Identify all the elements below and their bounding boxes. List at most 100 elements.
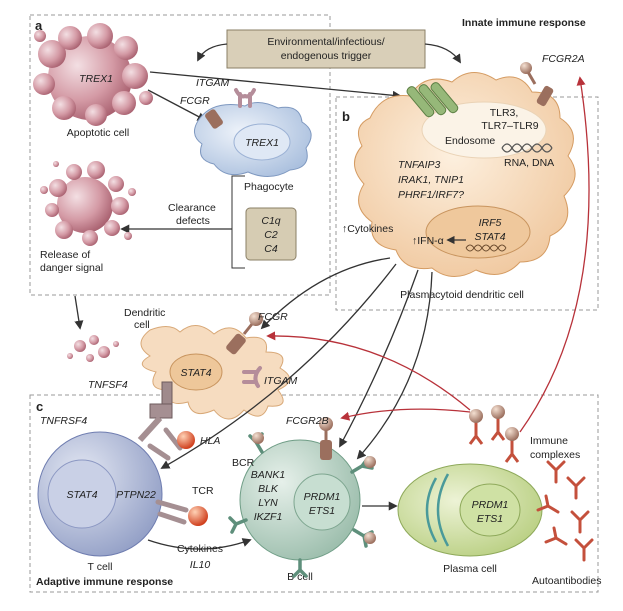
trigger-text-line2: endogenous trigger bbox=[281, 50, 372, 62]
t-cell-nucleus bbox=[47, 459, 117, 529]
b-cell-gene-3: LYN bbox=[258, 497, 278, 509]
apoptotic-to-pdc-arrow bbox=[149, 71, 402, 100]
trex1-phagocyte-label: TREX1 bbox=[245, 137, 279, 149]
apoptotic-cell-label: Apoptotic cell bbox=[67, 127, 129, 139]
pdc-gene-3: PHRF1/IRF7? bbox=[398, 189, 464, 201]
plasma-nucleus bbox=[459, 483, 521, 537]
plasma-er bbox=[425, 473, 450, 547]
trigger-text-line1: Environmental/infectious/ bbox=[267, 36, 384, 48]
t-cell-label: T cell bbox=[88, 561, 113, 573]
cytokines-label: Cytokines bbox=[177, 543, 223, 555]
tnfsf4-ligand bbox=[161, 381, 173, 407]
complement-box bbox=[245, 207, 297, 261]
tnfrsf4-receptor bbox=[137, 403, 173, 443]
b-cell-nucleus-ets1: ETS1 bbox=[309, 505, 335, 517]
pdc-nucleus bbox=[425, 205, 531, 259]
immune-complexes-line2: complexes bbox=[530, 449, 580, 461]
hla-label: HLA bbox=[200, 435, 220, 447]
bcr-antigen bbox=[252, 432, 264, 444]
b-cell-gene-1: BANK1 bbox=[251, 469, 285, 481]
immune-to-bcell-arrow bbox=[340, 408, 471, 421]
tcr-complex bbox=[155, 499, 208, 526]
trex1-apoptotic-label: TREX1 bbox=[79, 73, 113, 85]
bcr-antigen-2 bbox=[364, 456, 376, 468]
trigger-arrow-right bbox=[424, 43, 461, 64]
clearance-label-line2: defects bbox=[176, 215, 210, 227]
tnfsf4-label: TNFSF4 bbox=[88, 379, 128, 391]
panel-c-frame bbox=[29, 394, 599, 593]
rna-dna-strand bbox=[501, 143, 553, 153]
pdc-to-tcell-arrow bbox=[160, 263, 397, 469]
plasma-cell-label: Plasma cell bbox=[443, 563, 497, 575]
immune-to-dendritic-arrow bbox=[266, 331, 471, 411]
panel-b-frame bbox=[335, 96, 599, 311]
tnfrsf4-label: TNFRSF4 bbox=[40, 415, 87, 427]
apoptotic-cell bbox=[33, 23, 153, 126]
release-label-line1: Release of bbox=[40, 249, 90, 261]
pdc-nucleus-dna bbox=[465, 244, 507, 252]
fcgr2b-receptor bbox=[319, 417, 333, 460]
autoantibodies bbox=[536, 460, 594, 562]
trigger-box bbox=[226, 29, 426, 69]
b-cell-nucleus-prdm1: PRDM1 bbox=[304, 491, 341, 503]
b-cell-gene-4: IKZF1 bbox=[254, 511, 283, 523]
pdc-to-dendritic-arrow bbox=[260, 257, 391, 330]
plasma-nucleus-prdm1: PRDM1 bbox=[472, 499, 509, 511]
tcr-label: TCR bbox=[192, 485, 214, 497]
pdc-cell-label: Plasmacytoid dendritic cell bbox=[400, 289, 524, 301]
phagocyte-label: Phagocyte bbox=[244, 181, 294, 193]
itgam-label: ITGAM bbox=[196, 77, 230, 89]
tlr-receptors bbox=[406, 82, 459, 118]
dendritic-nucleus bbox=[169, 353, 223, 391]
bcr-antigen-3 bbox=[364, 532, 376, 544]
fcgr-phagocyte-receptor bbox=[205, 109, 223, 129]
complement-c2: C2 bbox=[264, 229, 278, 241]
immune-to-pdc-arrow bbox=[519, 76, 590, 433]
complement-c4: C4 bbox=[264, 243, 278, 255]
innate-heading: Innate immune response bbox=[462, 17, 586, 29]
section-b-label: b bbox=[342, 109, 350, 124]
section-a-label: a bbox=[35, 18, 43, 33]
pdc-to-bcell-arrow-1 bbox=[339, 269, 419, 448]
plasma-nucleus-ets1: ETS1 bbox=[477, 513, 503, 525]
dendritic-label-line1: Dendritic bbox=[124, 307, 165, 319]
fcgr2a-receptor bbox=[520, 62, 554, 107]
dendritic-fcgr-receptor bbox=[226, 312, 263, 355]
il10-label: IL10 bbox=[190, 559, 211, 571]
fcgr2b-label: FCGR2B bbox=[286, 415, 329, 427]
dendritic-stat4-label: STAT4 bbox=[180, 367, 211, 379]
immune-complexes-line1: Immune bbox=[530, 435, 568, 447]
dendritic-label-line2: cell bbox=[134, 319, 150, 331]
pdc-cytokines-label: ↑Cytokines bbox=[342, 223, 393, 235]
pdc-nucleus-irf5: IRF5 bbox=[479, 217, 502, 229]
pdc-nucleus-stat4: STAT4 bbox=[474, 231, 505, 243]
tlr-label-line2: TLR7–TLR9 bbox=[481, 120, 538, 132]
b-cell-label: B cell bbox=[287, 571, 313, 583]
phagocyte-nucleus bbox=[233, 123, 291, 161]
tlr-label-line1: TLR3, bbox=[490, 107, 519, 119]
apoptotic-to-phagocyte-arrow bbox=[147, 89, 207, 121]
pdc-ifn-label: ↑IFN-α bbox=[412, 235, 444, 247]
endosome-label: Endosome bbox=[445, 135, 495, 147]
b-cell-gene-2: BLK bbox=[258, 483, 279, 495]
rna-dna-label: RNA, DNA bbox=[504, 157, 554, 169]
cytokines-arrow bbox=[147, 538, 252, 550]
release-arrow bbox=[74, 295, 84, 330]
fragmented-apoptotic-cell bbox=[40, 161, 136, 246]
phagocyte-bracket bbox=[231, 175, 245, 269]
itgam-receptor bbox=[234, 88, 256, 108]
ptpn22-label: PTPN22 bbox=[116, 489, 156, 501]
trigger-arrow-left bbox=[197, 43, 228, 62]
section-c-label: c bbox=[36, 399, 43, 414]
release-label-line2: danger signal bbox=[40, 262, 103, 274]
adaptive-heading: Adaptive immune response bbox=[36, 576, 173, 588]
panel-a-frame bbox=[29, 14, 331, 296]
hla-complex bbox=[147, 427, 195, 461]
pdc-gene-1: TNFAIP3 bbox=[398, 159, 441, 171]
complement-c1q: C1q bbox=[261, 215, 280, 227]
t-cell-stat4-label: STAT4 bbox=[66, 489, 97, 501]
immune-complexes bbox=[468, 405, 520, 463]
dendritic-itgam-receptor bbox=[242, 366, 262, 388]
clearance-label-line1: Clearance bbox=[168, 202, 216, 214]
